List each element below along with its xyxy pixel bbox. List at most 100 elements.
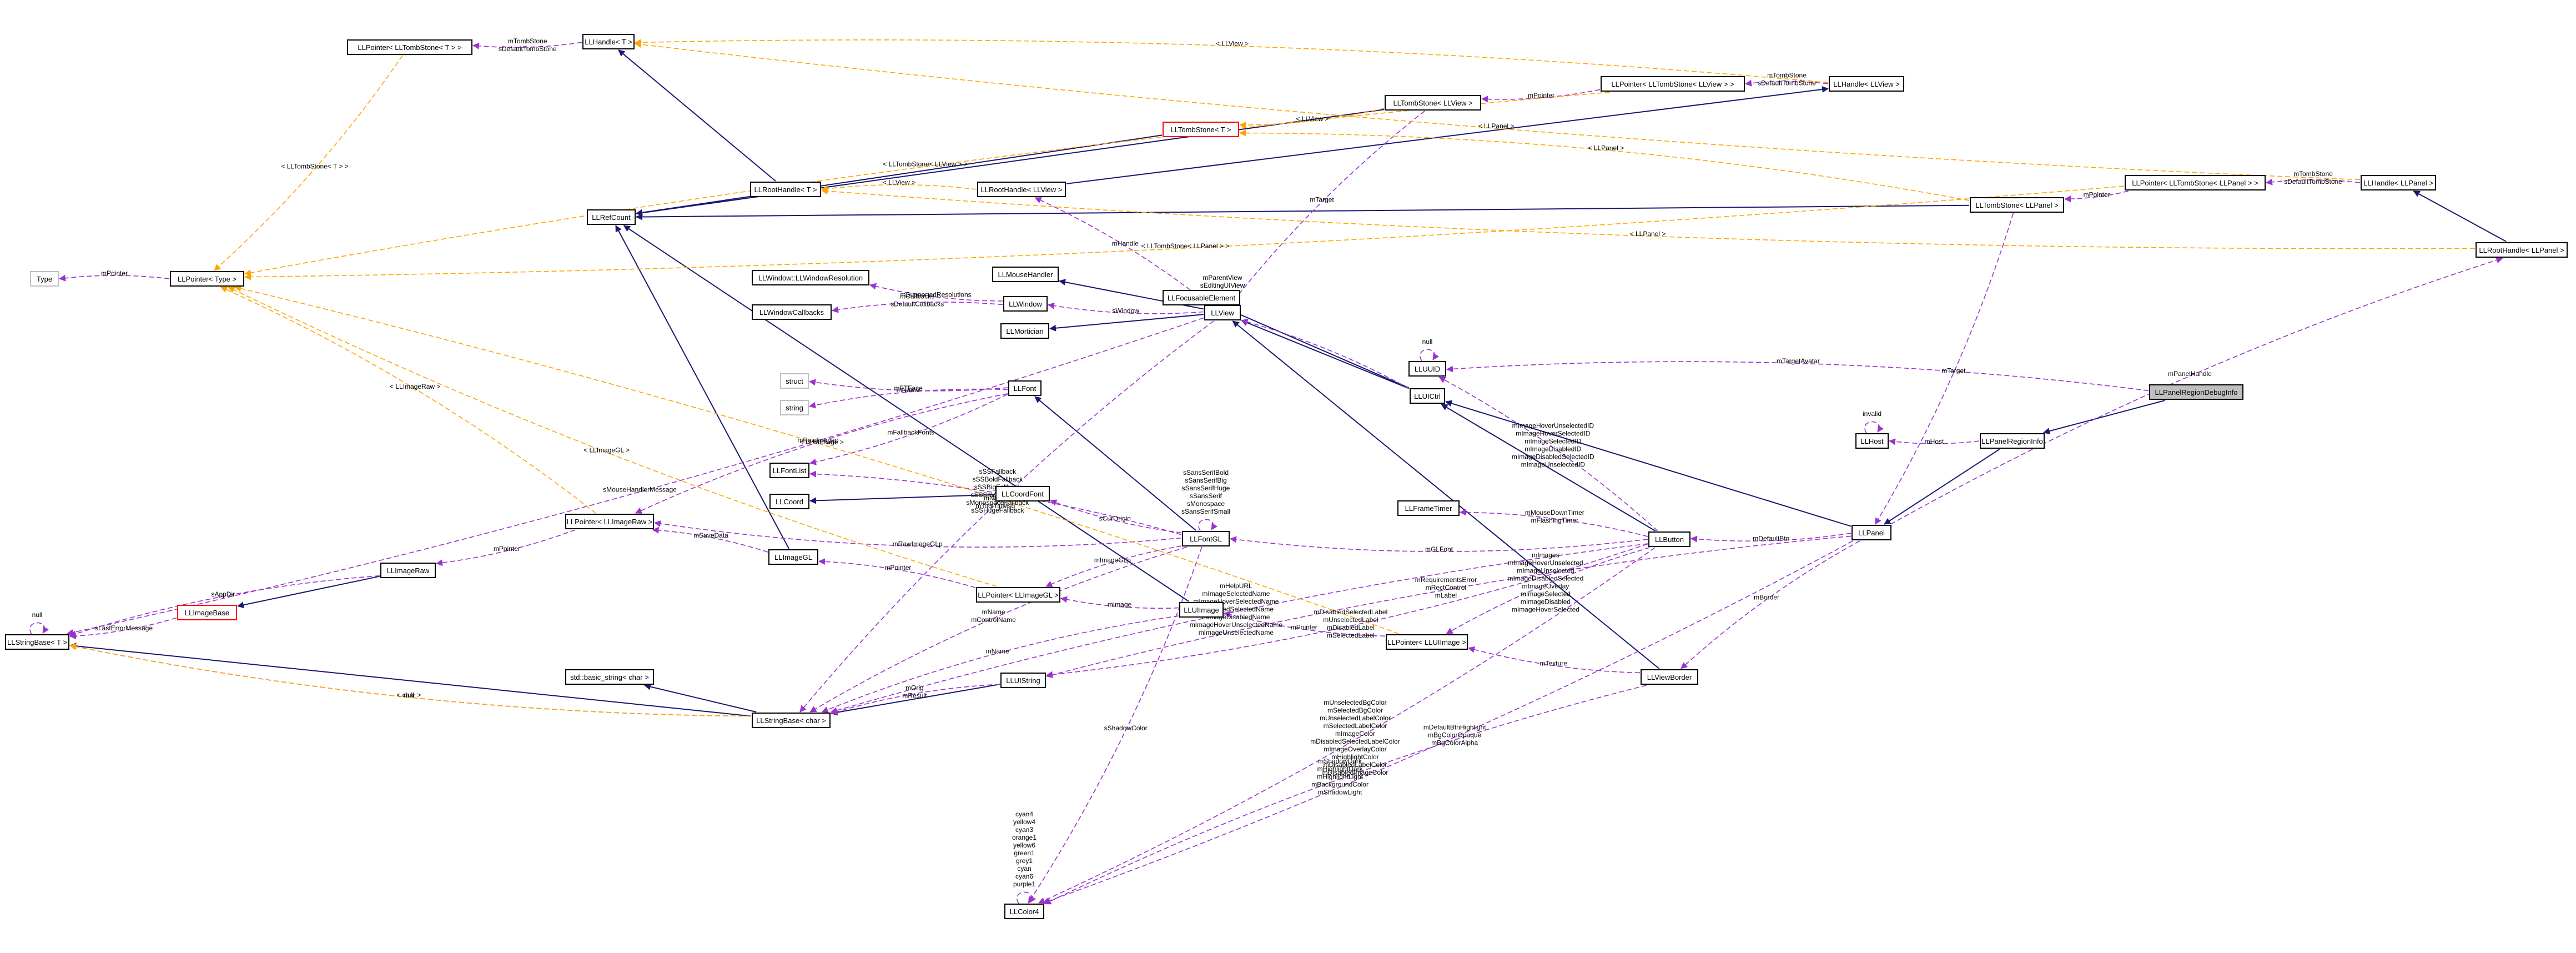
class-node[interactable]: LLImageBase	[177, 605, 237, 620]
class-node-box[interactable]	[1179, 602, 1224, 618]
class-node[interactable]: LLUICtrl	[1410, 388, 1445, 404]
class-node-box[interactable]	[1204, 305, 1241, 320]
class-node[interactable]: LLPointer< LLTombStone< T > >	[347, 39, 472, 55]
class-node[interactable]: LLFrameTimer	[1397, 500, 1460, 516]
class-node-box[interactable]	[1970, 197, 2064, 213]
class-node[interactable]: LLUIString	[1000, 673, 1046, 688]
class-node[interactable]: LLTombStone< LLPanel >	[1970, 197, 2064, 213]
class-node[interactable]: LLUUID	[1408, 361, 1446, 377]
class-node[interactable]: LLWindow::LLWindowResolution	[752, 270, 869, 285]
class-node[interactable]: LLPanelRegionDebugInfo	[2149, 384, 2243, 400]
class-node-box[interactable]	[752, 270, 869, 285]
class-node-box[interactable]	[752, 713, 831, 728]
class-node[interactable]: LLViewBorder	[1641, 669, 1698, 685]
class-node[interactable]: LLPointer< Type >	[170, 271, 244, 287]
class-node-box[interactable]	[1000, 323, 1049, 339]
class-node-box[interactable]	[768, 549, 818, 565]
class-node[interactable]: LLPointer< LLUIImage >	[1386, 634, 1468, 650]
class-node[interactable]: LLHandle< LLView >	[1829, 76, 1904, 92]
class-node-box[interactable]	[1855, 433, 1889, 449]
class-node-box[interactable]	[976, 587, 1060, 603]
class-node-box[interactable]	[1008, 380, 1042, 396]
class-node-box[interactable]	[1004, 904, 1044, 919]
class-node[interactable]: LLPointer< LLImageRaw >	[565, 514, 654, 529]
class-node[interactable]: Type	[30, 271, 59, 287]
class-node[interactable]: LLPanel	[1852, 525, 1891, 540]
class-node-box[interactable]	[1980, 433, 2045, 449]
class-node-box[interactable]	[587, 209, 636, 225]
class-node-box[interactable]	[752, 304, 832, 320]
class-node[interactable]: LLFontGL	[1182, 531, 1230, 546]
class-node-box[interactable]	[565, 669, 654, 685]
class-node-box[interactable]	[582, 34, 635, 49]
class-node-box[interactable]	[2361, 175, 2436, 190]
class-node[interactable]: LLMouseHandler	[992, 267, 1059, 282]
class-node[interactable]: LLFont	[1008, 380, 1042, 396]
class-node-box[interactable]	[1829, 76, 1904, 92]
class-node-box[interactable]	[1410, 388, 1445, 404]
class-node-box[interactable]	[170, 271, 244, 287]
class-node-box[interactable]	[1163, 122, 1239, 137]
class-node-box[interactable]	[992, 267, 1059, 282]
class-node[interactable]: LLTombStone< T >	[1163, 122, 1239, 137]
class-node-box[interactable]	[380, 563, 436, 578]
class-node-box[interactable]	[565, 514, 654, 529]
class-node-box[interactable]	[1385, 95, 1481, 111]
class-node-box[interactable]	[995, 486, 1050, 501]
class-node-box[interactable]	[1397, 500, 1460, 516]
class-node[interactable]: LLFontList	[769, 463, 809, 478]
class-node-box[interactable]	[177, 605, 237, 620]
class-node[interactable]: LLWindow	[1003, 296, 1048, 312]
class-node[interactable]: LLHandle< LLPanel >	[2361, 175, 2436, 190]
class-node[interactable]: LLRootHandle< LLPanel >	[2476, 242, 2568, 258]
class-node[interactable]: LLImageRaw	[380, 563, 436, 578]
class-node-box[interactable]	[1000, 673, 1046, 688]
class-node-box[interactable]	[780, 373, 809, 389]
class-node[interactable]: LLPointer< LLImageGL >	[976, 587, 1060, 603]
class-node-box[interactable]	[750, 182, 821, 197]
class-node-box[interactable]	[1163, 290, 1240, 305]
class-node-box[interactable]	[780, 400, 809, 415]
class-node-box[interactable]	[1386, 634, 1468, 650]
class-node-box[interactable]	[2125, 175, 2266, 190]
class-node[interactable]: LLWindowCallbacks	[752, 304, 832, 320]
class-node[interactable]: LLStringBase< T >	[5, 634, 69, 650]
class-node[interactable]: LLHost	[1855, 433, 1889, 449]
class-node-box[interactable]	[1182, 531, 1230, 546]
class-node-box[interactable]	[1003, 296, 1048, 312]
class-node[interactable]: LLImageGL	[768, 549, 818, 565]
class-node[interactable]: LLPointer< LLTombStone< LLView > >	[1601, 76, 1745, 92]
class-node[interactable]: LLCoord	[769, 494, 809, 509]
class-node-box[interactable]	[769, 494, 809, 509]
class-node[interactable]: LLStringBase< char >	[752, 713, 831, 728]
class-node[interactable]: LLPanelRegionInfo	[1980, 433, 2045, 449]
class-node-box[interactable]	[1601, 76, 1745, 92]
class-node-box[interactable]	[347, 39, 472, 55]
class-node[interactable]: string	[780, 400, 809, 415]
class-node[interactable]: LLRootHandle< LLView >	[977, 182, 1066, 197]
class-node[interactable]: LLUIImage	[1179, 602, 1224, 618]
class-node[interactable]: LLButton	[1648, 531, 1690, 547]
class-node[interactable]: LLMortician	[1000, 323, 1049, 339]
class-node[interactable]: LLTombStone< LLView >	[1385, 95, 1481, 111]
class-node-box[interactable]	[1408, 361, 1446, 377]
class-node-box[interactable]	[769, 463, 809, 478]
class-node-box[interactable]	[1641, 669, 1698, 685]
class-node[interactable]: std::basic_string< char >	[565, 669, 654, 685]
class-node[interactable]: LLRootHandle< T >	[750, 182, 821, 197]
class-node-box[interactable]	[1852, 525, 1891, 540]
class-node[interactable]: LLPointer< LLTombStone< LLPanel > >	[2125, 175, 2266, 190]
class-node-box[interactable]	[2476, 242, 2568, 258]
class-node[interactable]: LLFocusableElement	[1163, 290, 1240, 305]
class-node[interactable]: LLView	[1204, 305, 1241, 320]
class-node[interactable]: LLColor4	[1004, 904, 1044, 919]
class-node-box[interactable]	[30, 271, 59, 287]
class-node[interactable]: struct	[780, 373, 809, 389]
class-node[interactable]: LLRefCount	[587, 209, 636, 225]
class-node-box[interactable]	[5, 634, 69, 650]
class-node-box[interactable]	[2149, 384, 2243, 400]
class-node-box[interactable]	[977, 182, 1066, 197]
class-node[interactable]: LLCoordFont	[995, 486, 1050, 501]
class-node[interactable]: LLHandle< T >	[582, 34, 635, 49]
class-node-box[interactable]	[1648, 531, 1690, 547]
